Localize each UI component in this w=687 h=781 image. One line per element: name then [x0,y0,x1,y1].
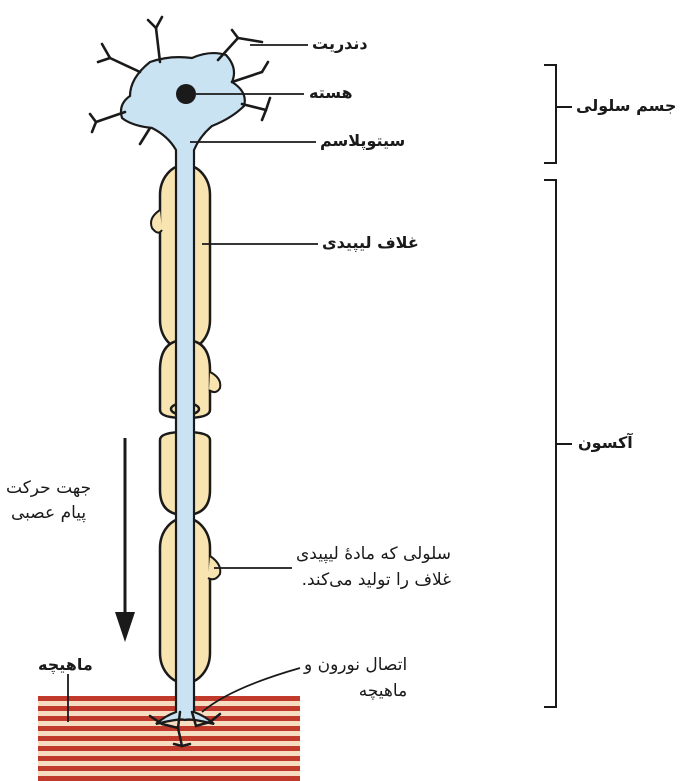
label-cell-body: جسم سلولی [576,94,676,117]
label-junction: اتصال نورون و ماهیچه [304,652,407,705]
label-sheath-cell: سلولی که مادهٔ لیپیدی غلاف را تولید می‌ک… [296,541,451,594]
label-nucleus: هسته [309,81,353,104]
label-direction-line1: جهت حرکت [6,476,91,501]
direction-arrow [115,438,135,642]
label-sheath-cell-line1: سلولی که مادهٔ لیپیدی [296,541,451,567]
label-junction-line2: ماهیچه [304,678,407,704]
label-axon: آکسون [578,431,633,454]
label-lipid-sheath: غلاف لیپیدی [322,231,419,254]
label-muscle: ماهیچه [38,653,93,676]
muscle-block [38,696,300,781]
cell-body-bracket [544,65,572,163]
label-sheath-cell-line2: غلاف را تولید می‌کند. [296,567,451,593]
label-direction: جهت حرکت پیام عصبی [6,476,91,525]
label-junction-line1: اتصال نورون و [304,652,407,678]
label-dendrite: دندریت [312,32,368,55]
label-cytoplasm: سیتوپلاسم [320,129,405,152]
axon-bracket [544,180,572,707]
label-direction-line2: پیام عصبی [6,501,91,526]
